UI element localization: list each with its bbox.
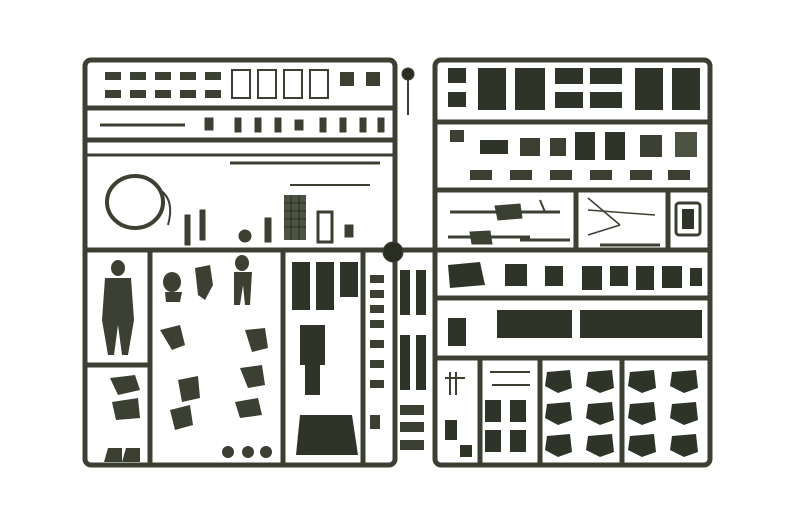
figure-parts	[102, 255, 272, 462]
right-lower-blocks	[445, 400, 526, 457]
right-sprue-frame	[432, 57, 713, 468]
left-tool-row	[100, 117, 385, 133]
right-top-blocks	[448, 68, 700, 110]
right-middle-row	[448, 262, 702, 346]
right-lower-tools	[445, 371, 530, 395]
rifle-parts	[448, 199, 570, 245]
shovel-parts	[545, 370, 698, 457]
right-box-part	[674, 201, 702, 237]
mesh-grille	[284, 195, 306, 240]
left-sprue-frame	[82, 57, 398, 468]
left-top-frames	[231, 69, 329, 99]
left-panels	[292, 262, 358, 455]
wire-parts	[587, 197, 660, 247]
right-second-row	[450, 130, 697, 180]
ring-part	[105, 174, 172, 230]
long-rods	[230, 161, 380, 186]
left-mid-parts	[184, 209, 354, 246]
left-top-small-parts	[105, 72, 380, 98]
center-connector	[382, 67, 435, 263]
center-column-parts	[370, 270, 426, 450]
